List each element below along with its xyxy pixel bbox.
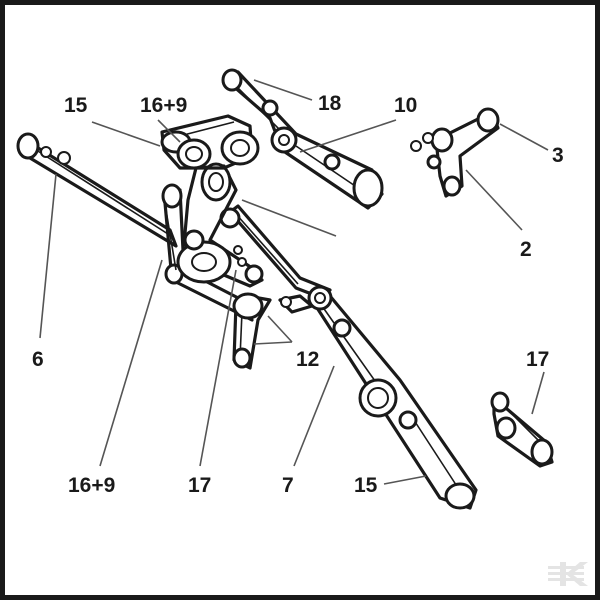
brand-logo bbox=[548, 562, 588, 586]
label-7: 7 bbox=[282, 474, 294, 497]
label-6: 10 bbox=[394, 94, 417, 117]
callout-labels: 15 16+9 18 10 3 2 6 12 17 16+9 17 7 15 bbox=[32, 92, 564, 497]
belt-8 bbox=[232, 292, 314, 370]
label-2: 3 bbox=[552, 144, 564, 167]
belt-3 bbox=[16, 132, 178, 248]
label-10: 15 bbox=[64, 94, 88, 117]
label-15: 15 bbox=[354, 474, 378, 497]
leader-lines bbox=[39, 79, 549, 485]
belt-13-6 bbox=[221, 68, 384, 210]
belt-10-11 bbox=[160, 114, 260, 170]
label-13: 18 bbox=[318, 92, 342, 115]
belt-12 bbox=[490, 391, 554, 468]
label-1: 2 bbox=[520, 238, 532, 261]
label-8: 12 bbox=[296, 348, 319, 371]
label-16-9: 16+9 bbox=[68, 474, 115, 497]
label-12: 17 bbox=[526, 348, 549, 371]
label-17: 17 bbox=[188, 474, 211, 497]
belt-7 bbox=[307, 285, 478, 510]
belt-central-cluster bbox=[176, 162, 264, 288]
label-11: 16+9 bbox=[140, 94, 187, 117]
label-3: 6 bbox=[32, 348, 44, 371]
belt-1-2 bbox=[410, 107, 500, 198]
